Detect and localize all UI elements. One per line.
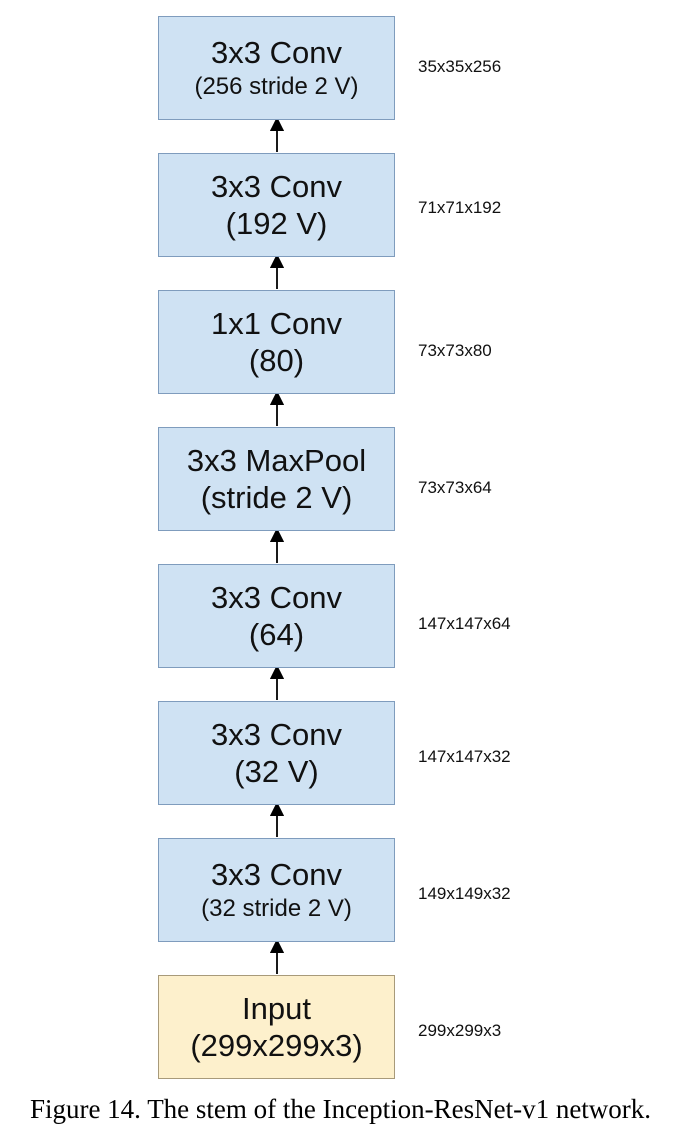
output-dims-label: 147x147x64 [418,614,511,633]
output-dims-label: 147x147x32 [418,747,511,766]
node-title: 3x3 Conv [211,34,342,70]
node-params: (64) [248,616,305,652]
node-title: Input [242,990,311,1026]
output-dims-label: 149x149x32 [418,884,511,903]
node-conv-1x1-80: 1x1 Conv (80) [158,290,395,394]
output-dims-label: 73x73x80 [418,341,492,360]
node-title: 3x3 Conv [211,716,342,752]
node-title: 3x3 MaxPool [186,442,367,478]
node-conv-192: 3x3 Conv (192 V) [158,153,395,257]
node-params: (32 V) [234,753,319,789]
node-params: (192 V) [225,205,328,241]
node-title: 3x3 Conv [211,168,342,204]
node-title: 1x1 Conv [211,305,342,341]
node-conv-32-stride2: 3x3 Conv (32 stride 2 V) [158,838,395,942]
node-title: 3x3 Conv [211,856,342,892]
output-dims-label: 71x71x192 [418,198,502,217]
output-dims-label: 73x73x64 [418,478,492,497]
output-dims-label: 35x35x256 [418,57,502,76]
figure-caption: Figure 14. The stem of the Inception-Res… [29,1094,652,1124]
node-maxpool-stride2: 3x3 MaxPool (stride 2 V) [158,427,395,531]
node-params: (299x299x3) [190,1027,363,1063]
node-title: 3x3 Conv [211,579,342,615]
node-conv-256-stride2: 3x3 Conv (256 stride 2 V) [158,16,395,120]
node-conv-64: 3x3 Conv (64) [158,564,395,668]
node-params: (stride 2 V) [200,479,353,515]
node-params: (80) [248,342,305,378]
node-params: (256 stride 2 V) [194,72,359,100]
node-params: (32 stride 2 V) [201,894,352,922]
node-input: Input (299x299x3) [158,975,395,1079]
node-conv-32-valid: 3x3 Conv (32 V) [158,701,395,805]
output-dims-label: 299x299x3 [418,1021,502,1040]
